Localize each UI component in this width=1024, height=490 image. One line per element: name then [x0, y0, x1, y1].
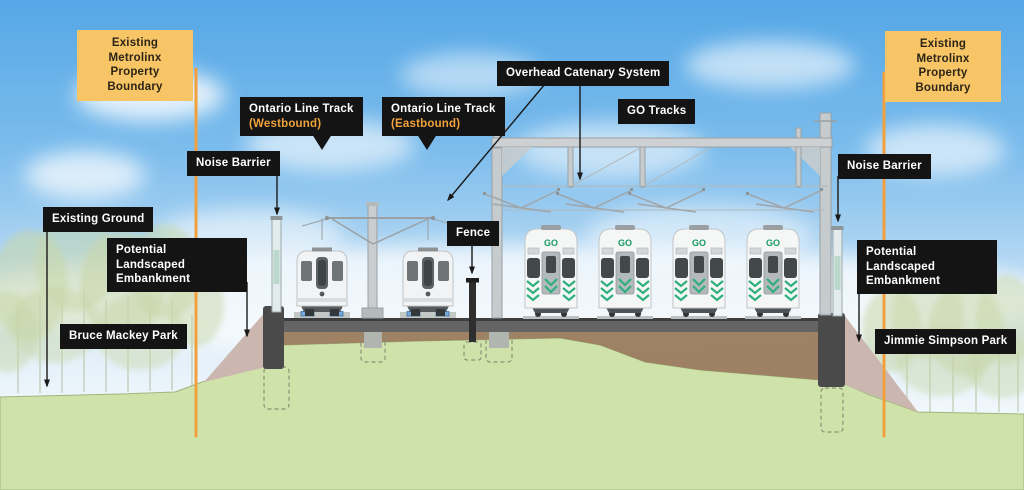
- label-go-tracks: GO Tracks: [618, 99, 696, 124]
- label-westbound: (Westbound): [249, 117, 322, 130]
- label-ontario-line-title: Ontario Line Track: [249, 103, 354, 115]
- label-noise-barrier-right: Noise Barrier: [838, 154, 931, 179]
- label-ontario-line-westbound: Ontario Line Track (Westbound): [240, 97, 363, 137]
- label-landscaped-embankment-right: Potential Landscaped Embankment: [857, 240, 997, 295]
- soil-brown: [283, 332, 820, 380]
- noise-barrier-left: [270, 216, 283, 313]
- svg-text:GO: GO: [544, 238, 558, 248]
- mast-pedestal-buried: [364, 332, 382, 348]
- label-ontario-line-title: Ontario Line Track: [391, 103, 496, 115]
- go-train: GO GO: [523, 225, 801, 319]
- svg-text:GO: GO: [766, 238, 780, 248]
- label-bruce-mackey-park: Bruce Mackey Park: [60, 324, 187, 349]
- embankment-left: [204, 311, 266, 382]
- track-deck: [283, 318, 820, 332]
- embankment-right: [845, 316, 918, 412]
- retaining-wall-left: [263, 306, 284, 369]
- label-ontario-line-eastbound: Ontario Line Track (Eastbound): [382, 97, 505, 137]
- label-property-boundary-right: Existing Metrolinx Property Boundary: [885, 31, 1001, 102]
- leader-arrows: [44, 83, 862, 388]
- noise-barrier-right: [831, 226, 844, 317]
- label-landscaped-embankment-left: Potential Landscaped Embankment: [107, 238, 247, 293]
- label-noise-barrier-left: Noise Barrier: [187, 151, 280, 176]
- gantry-pedestal-buried: [489, 332, 509, 348]
- label-jimmie-simpson-park: Jimmie Simpson Park: [875, 329, 1017, 354]
- label-existing-ground: Existing Ground: [43, 207, 154, 232]
- ol-catenary-mast: [301, 202, 459, 319]
- fence-post: [466, 278, 479, 342]
- ontario-line-train: [294, 247, 456, 318]
- svg-text:GO: GO: [692, 238, 706, 248]
- retaining-wall-right: [818, 313, 845, 387]
- svg-text:GO: GO: [618, 238, 632, 248]
- label-property-boundary-left: Existing Metrolinx Property Boundary: [77, 30, 193, 101]
- label-overhead-catenary-system: Overhead Catenary System: [497, 61, 670, 86]
- label-eastbound: (Eastbound): [391, 117, 461, 130]
- label-fence: Fence: [447, 221, 500, 246]
